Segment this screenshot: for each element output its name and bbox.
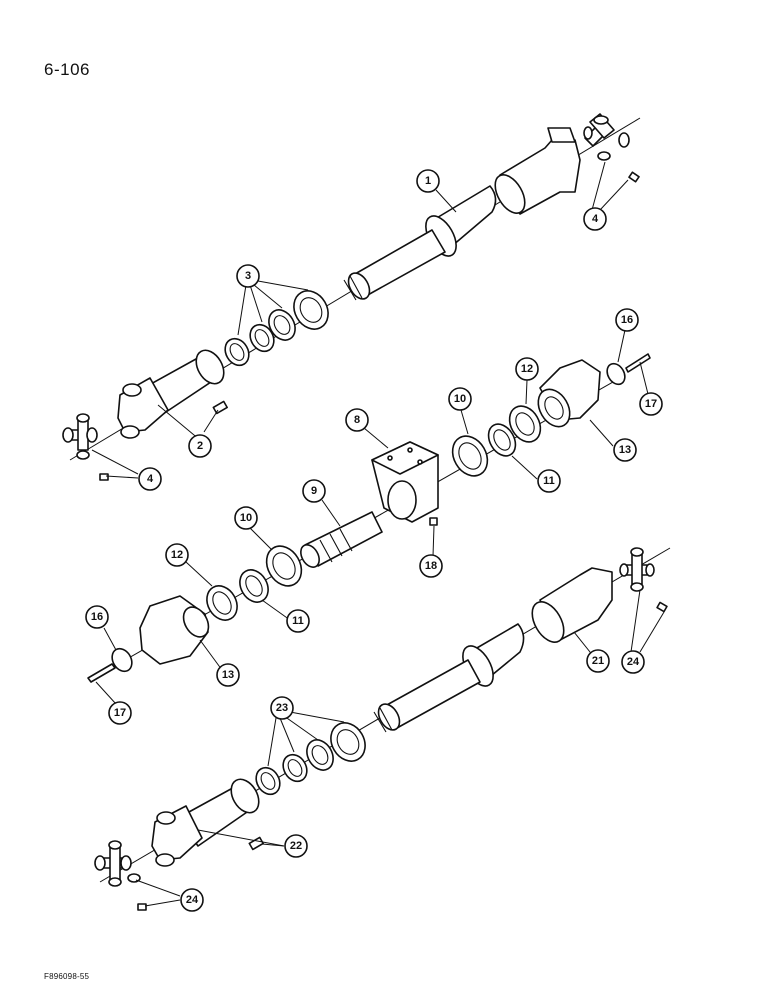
svg-text:24: 24 xyxy=(186,894,199,906)
callout-9: 9 xyxy=(302,479,326,503)
callout-13-right: 13 xyxy=(613,438,637,462)
callout-16-left: 16 xyxy=(85,605,109,629)
svg-text:11: 11 xyxy=(292,615,304,627)
callout-11-right: 11 xyxy=(537,469,561,493)
svg-text:2: 2 xyxy=(197,440,203,452)
svg-text:3: 3 xyxy=(245,270,251,282)
callout-24-lower-left: 24 xyxy=(180,888,204,912)
upper-seal-stack xyxy=(224,290,329,367)
svg-text:13: 13 xyxy=(222,669,234,681)
center-bearing-assembly xyxy=(87,353,651,683)
callout-10-right: 10 xyxy=(448,387,472,411)
figure-code: F896098-55 xyxy=(44,972,90,981)
center-splined-shaft xyxy=(300,511,383,568)
callout-3: 3 xyxy=(236,264,260,288)
lower-driveshaft-assembly xyxy=(94,547,671,911)
callout-23: 23 xyxy=(270,696,294,720)
center-right-bearing-cup xyxy=(451,435,489,477)
center-left-bolt xyxy=(87,663,116,683)
callout-1: 1 xyxy=(416,169,440,193)
upper-front-slip-yoke xyxy=(117,349,228,439)
svg-text:11: 11 xyxy=(543,475,555,487)
callout-24-lower-right: 24 xyxy=(621,650,645,674)
center-right-washer xyxy=(606,362,626,386)
callout-18: 18 xyxy=(419,554,443,578)
svg-text:17: 17 xyxy=(645,398,657,410)
callout-4-upper-right: 4 xyxy=(583,207,607,231)
upper-slip-yoke-tube xyxy=(494,127,581,215)
svg-text:24: 24 xyxy=(627,656,640,668)
callout-22: 22 xyxy=(284,834,308,858)
svg-text:16: 16 xyxy=(621,314,633,326)
svg-text:4: 4 xyxy=(592,213,599,225)
callout-8: 8 xyxy=(345,408,369,432)
callout-16-right: 16 xyxy=(615,308,639,332)
svg-text:4: 4 xyxy=(147,473,154,485)
upper-front-universal-joint xyxy=(62,413,109,481)
svg-text:13: 13 xyxy=(619,444,631,456)
lower-slip-yoke-tube xyxy=(531,567,613,643)
lower-seal-stack xyxy=(255,722,366,796)
page-number: 6-106 xyxy=(44,60,90,79)
center-left-bearing-cup xyxy=(265,545,303,587)
lower-main-tube xyxy=(373,623,525,733)
svg-text:16: 16 xyxy=(91,611,103,623)
upper-rear-universal-joint xyxy=(583,113,640,183)
svg-text:18: 18 xyxy=(425,560,437,572)
lower-front-slip-yoke xyxy=(151,778,264,867)
callout-17-left: 17 xyxy=(108,701,132,725)
svg-text:12: 12 xyxy=(171,549,183,561)
callout-21: 21 xyxy=(586,649,610,673)
svg-text:12: 12 xyxy=(521,363,533,375)
leader-lines xyxy=(91,161,665,907)
svg-text:9: 9 xyxy=(311,485,317,497)
callout-17-right: 17 xyxy=(639,392,663,416)
svg-text:21: 21 xyxy=(592,655,604,667)
svg-text:1: 1 xyxy=(425,175,431,187)
lower-rear-universal-joint xyxy=(619,547,668,613)
upper-main-tube xyxy=(343,185,497,301)
callout-13-left: 13 xyxy=(216,663,240,687)
callout-4-upper-left: 4 xyxy=(138,467,162,491)
lower-front-universal-joint xyxy=(94,840,147,911)
callout-11-left: 11 xyxy=(286,609,310,633)
svg-text:23: 23 xyxy=(276,702,288,714)
callout-12-left: 12 xyxy=(165,543,189,567)
svg-text:8: 8 xyxy=(354,414,360,426)
svg-text:10: 10 xyxy=(240,512,252,524)
callout-bubbles: 1 3 4 2 4 8 10 12 16 17 13 11 9 18 10 12… xyxy=(85,169,663,912)
upper-driveshaft-assembly xyxy=(62,113,641,481)
svg-text:10: 10 xyxy=(454,393,466,405)
callout-10-left: 10 xyxy=(234,506,258,530)
callout-12-right: 12 xyxy=(515,357,539,381)
center-bearing-housing xyxy=(371,441,439,526)
center-right-bolt xyxy=(625,353,651,373)
center-left-flange-yoke xyxy=(139,595,210,665)
svg-text:22: 22 xyxy=(290,840,302,852)
callout-2: 2 xyxy=(188,434,212,458)
svg-text:17: 17 xyxy=(114,707,126,719)
center-right-flange-yoke xyxy=(537,359,601,428)
